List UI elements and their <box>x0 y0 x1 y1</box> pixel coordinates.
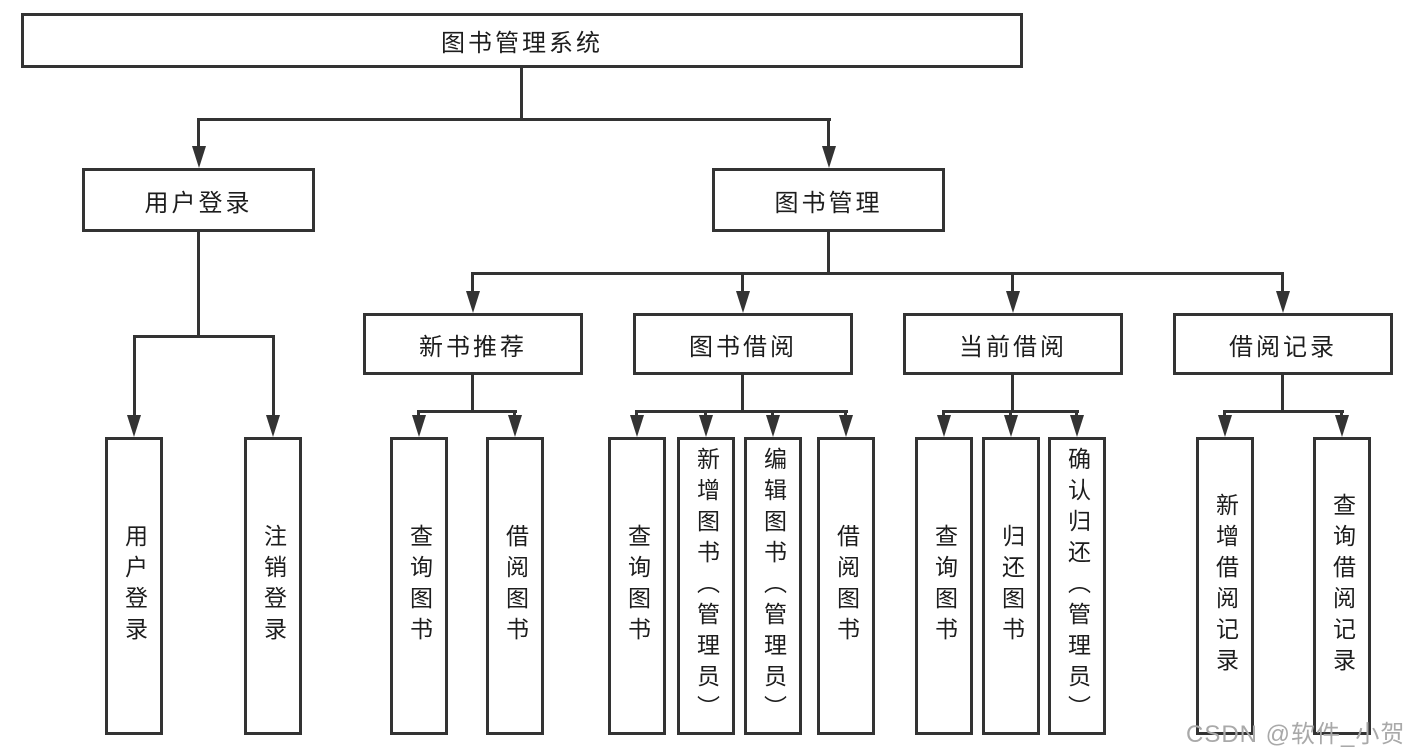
leaf-confirm-return-admin: 确认归还（管理员） <box>1048 437 1106 735</box>
leaf-query-book-borrow: 查询图书 <box>608 437 666 735</box>
arrow-down-icon <box>1218 415 1232 437</box>
node-new-book-recommend: 新书推荐 <box>363 313 583 375</box>
arrow-down-icon <box>766 415 780 437</box>
connector-line <box>513 410 516 415</box>
arrow-down-icon <box>192 146 206 168</box>
leaf-query-book-recommend-label: 查询图书 <box>406 524 433 648</box>
leaf-borrow-book-recommend-label: 借阅图书 <box>502 524 529 648</box>
leaf-logout-label: 注销登录 <box>260 524 287 648</box>
connector-line <box>635 410 848 413</box>
node-root-label: 图书管理系统 <box>441 30 603 57</box>
leaf-add-book-admin-label: 新增图书（管理员） <box>693 446 720 726</box>
connector-line <box>635 410 638 415</box>
leaf-return-book: 归还图书 <box>982 437 1040 735</box>
connector-line <box>1223 410 1226 415</box>
node-book-management: 图书管理 <box>712 168 945 232</box>
connector-line <box>272 335 275 415</box>
leaf-logout: 注销登录 <box>244 437 302 735</box>
connector-line <box>1281 272 1284 291</box>
leaf-return-book-label: 归还图书 <box>998 524 1025 648</box>
node-book-management-label: 图书管理 <box>774 189 883 217</box>
connector-line <box>1340 410 1343 415</box>
leaf-edit-book-admin: 编辑图书（管理员） <box>744 437 802 735</box>
leaf-confirm-return-admin-label: 确认归还（管理员） <box>1064 446 1091 726</box>
connector-line <box>133 335 136 415</box>
connector-line <box>133 335 275 338</box>
connector-line <box>1223 410 1344 413</box>
leaf-add-book-admin: 新增图书（管理员） <box>677 437 735 735</box>
connector-line <box>197 118 200 146</box>
connector-line <box>197 118 831 121</box>
node-borrow-record: 借阅记录 <box>1173 313 1393 375</box>
arrow-down-icon <box>736 291 750 313</box>
node-book-borrow: 图书借阅 <box>633 313 853 375</box>
node-current-borrow: 当前借阅 <box>903 313 1123 375</box>
leaf-query-borrow-record: 查询借阅记录 <box>1313 437 1371 735</box>
connector-line <box>741 375 744 410</box>
arrow-down-icon <box>1070 415 1084 437</box>
leaf-user-login: 用户登录 <box>105 437 163 735</box>
arrow-down-icon <box>266 415 280 437</box>
arrow-down-icon <box>1004 415 1018 437</box>
connector-line <box>197 232 200 335</box>
arrow-down-icon <box>466 291 480 313</box>
arrow-down-icon <box>822 146 836 168</box>
leaf-query-book-borrow-label: 查询图书 <box>624 524 651 648</box>
connector-line <box>771 410 774 415</box>
arrow-down-icon <box>412 415 426 437</box>
leaf-query-book-current: 查询图书 <box>915 437 973 735</box>
csdn-watermark: CSDN @软件_小贺同学 <box>1186 721 1405 747</box>
node-new-book-recommend-label: 新书推荐 <box>419 333 527 361</box>
node-user-login: 用户登录 <box>82 168 315 232</box>
connector-line <box>827 118 830 146</box>
leaf-add-borrow-record-label: 新增借阅记录 <box>1212 493 1239 679</box>
connector-line <box>417 410 517 413</box>
arrow-down-icon <box>699 415 713 437</box>
connector-line <box>1011 375 1014 410</box>
connector-line <box>1009 410 1012 415</box>
connector-line <box>844 410 847 415</box>
connector-line <box>942 410 945 415</box>
node-borrow-record-label: 借阅记录 <box>1229 333 1337 361</box>
leaf-borrow-book: 借阅图书 <box>817 437 875 735</box>
node-root: 图书管理系统 <box>21 13 1023 68</box>
node-user-login-label: 用户登录 <box>144 189 253 217</box>
arrow-down-icon <box>508 415 522 437</box>
connector-line <box>741 272 744 291</box>
leaf-query-borrow-record-label: 查询借阅记录 <box>1329 493 1356 679</box>
leaf-query-book-current-label: 查询图书 <box>931 524 958 648</box>
arrow-down-icon <box>1335 415 1349 437</box>
leaf-edit-book-admin-label: 编辑图书（管理员） <box>760 446 787 726</box>
connector-line <box>520 68 523 118</box>
connector-line <box>471 272 1284 275</box>
arrow-down-icon <box>839 415 853 437</box>
connector-line <box>471 375 474 410</box>
node-book-borrow-label: 图书借阅 <box>689 333 797 361</box>
node-current-borrow-label: 当前借阅 <box>959 333 1067 361</box>
leaf-borrow-book-recommend: 借阅图书 <box>486 437 544 735</box>
leaf-query-book-recommend: 查询图书 <box>390 437 448 735</box>
arrow-down-icon <box>127 415 141 437</box>
leaf-user-login-label: 用户登录 <box>121 524 148 648</box>
leaf-borrow-book-label: 借阅图书 <box>833 524 860 648</box>
connector-line <box>417 410 420 415</box>
connector-line <box>704 410 707 415</box>
leaf-add-borrow-record: 新增借阅记录 <box>1196 437 1254 735</box>
arrow-down-icon <box>1006 291 1020 313</box>
connector-line <box>1075 410 1078 415</box>
arrow-down-icon <box>1276 291 1290 313</box>
arrow-down-icon <box>630 415 644 437</box>
arrow-down-icon <box>937 415 951 437</box>
connector-line <box>1281 375 1284 410</box>
connector-line <box>1011 272 1014 291</box>
connector-line <box>471 272 474 291</box>
connector-line <box>827 232 830 272</box>
